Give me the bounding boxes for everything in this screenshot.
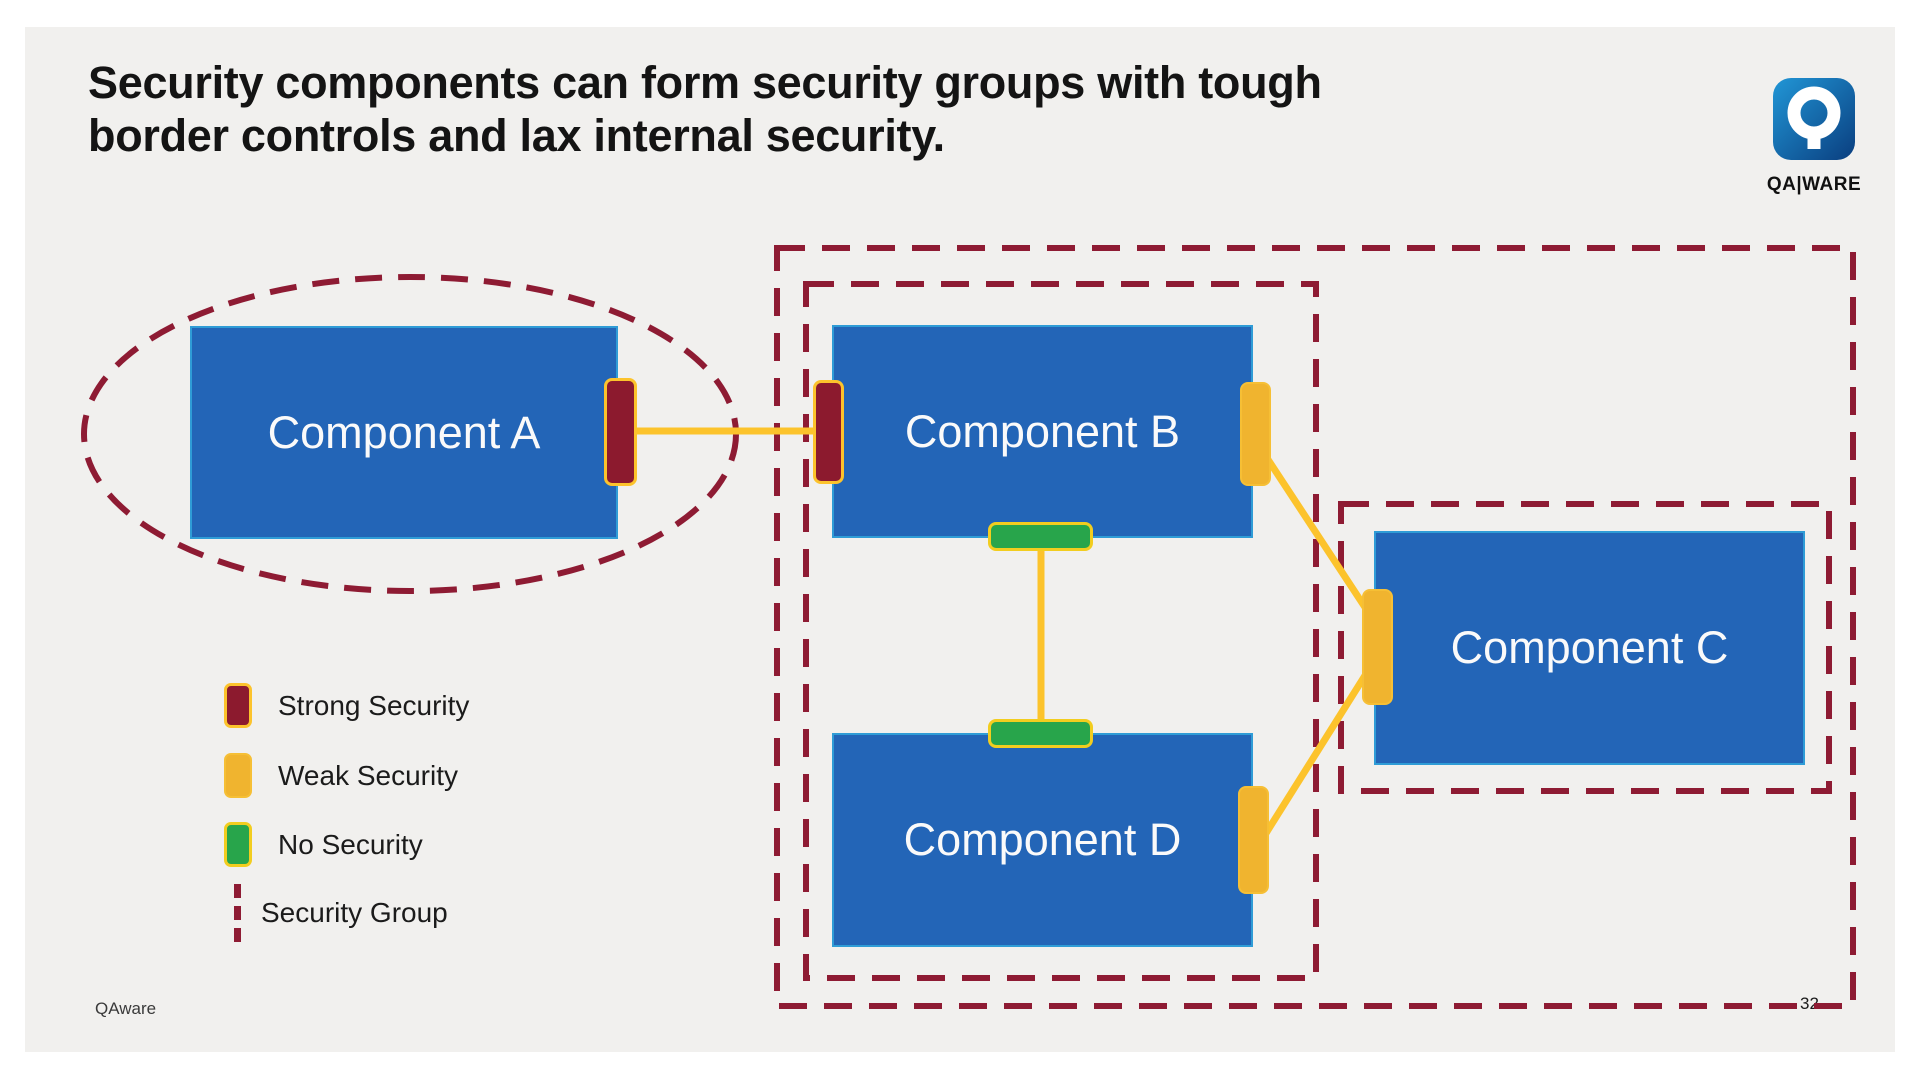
q-glyph-icon	[1787, 86, 1841, 149]
footer-company-label: QAware	[95, 999, 157, 1018]
strong-security-swatch-icon	[224, 683, 252, 728]
port-b-left-strong	[813, 380, 844, 484]
slide-title-line2: border controls and lax internal securit…	[88, 110, 945, 161]
legend-label-strong: Strong Security	[278, 689, 470, 721]
security-group-outer	[774, 245, 1856, 1009]
security-group-swatch-icon	[234, 884, 241, 942]
component-d-box: Component D	[832, 733, 1253, 947]
port-a-right-strong	[604, 378, 637, 486]
component-a-box: Component A	[190, 326, 618, 539]
legend-label-none: No Security	[278, 828, 423, 860]
component-c-box: Component C	[1374, 531, 1805, 765]
legend-label-group: Security Group	[261, 897, 448, 928]
qaware-logo-icon	[1773, 78, 1855, 160]
port-c-left-weak	[1362, 589, 1393, 705]
port-b-right-weak	[1240, 382, 1271, 486]
legend-item-group: Security Group	[224, 884, 448, 942]
qaware-logo: QA|WARE	[1764, 78, 1864, 196]
security-group-c	[1338, 501, 1832, 794]
legend-item-strong: Strong Security	[224, 683, 469, 728]
component-d-label: Component D	[903, 814, 1182, 865]
component-c-label: Component C	[1450, 622, 1729, 673]
legend-item-weak: Weak Security	[224, 753, 458, 798]
connector-d-c	[1260, 656, 1379, 840]
slide-title: Security components can form security gr…	[88, 56, 1568, 162]
component-b-label: Component B	[904, 405, 1181, 457]
component-a-label: Component A	[267, 406, 541, 458]
slide-title-line1: Security components can form security gr…	[88, 57, 1322, 108]
port-d-right-weak	[1238, 786, 1269, 894]
port-b-bottom-none	[988, 522, 1093, 551]
connector-b-c	[1260, 450, 1379, 626]
weak-security-swatch-icon	[224, 753, 252, 798]
qaware-logo-text: QA|WARE	[1766, 174, 1862, 195]
port-d-top-none	[988, 719, 1093, 748]
legend-item-none: No Security	[224, 822, 423, 867]
legend-label-weak: Weak Security	[278, 759, 458, 791]
no-security-swatch-icon	[224, 822, 252, 867]
security-group-bd	[803, 281, 1319, 981]
component-b-box: Component B	[832, 325, 1253, 538]
